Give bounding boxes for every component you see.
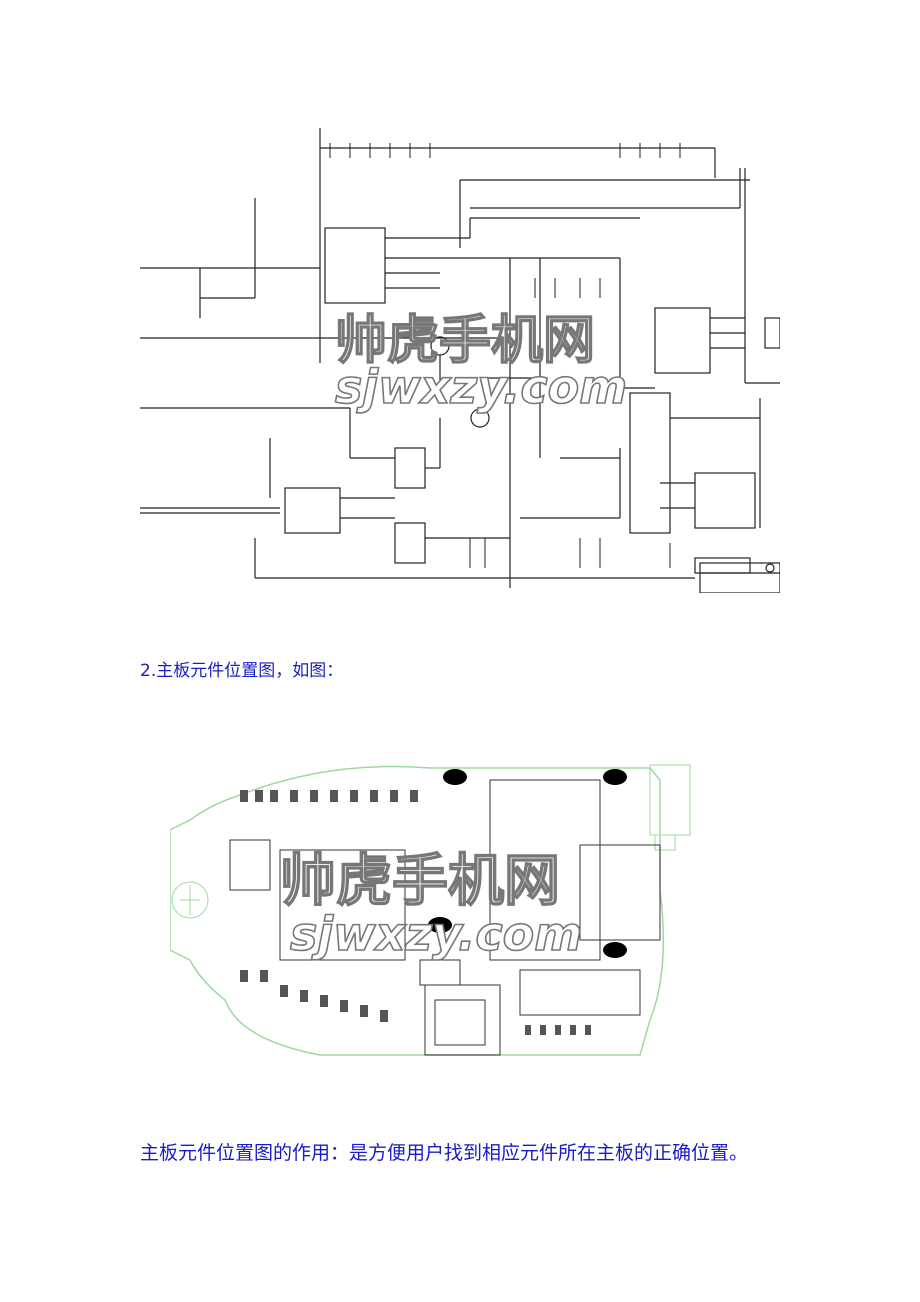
schematic-watermark-url: sjwxzy.com bbox=[335, 360, 627, 414]
schematic-watermark-title: 帅虎手机网 bbox=[335, 311, 595, 371]
section-heading: 2.主板元件位置图，如图： bbox=[140, 661, 344, 681]
pcb-watermark-title: 帅虎手机网 bbox=[280, 849, 560, 914]
figure-caption: 主板元件位置图的作用：是方便用户找到相应元件所在主板的正确位置。 bbox=[140, 1142, 749, 1164]
pcb-layout-figure: 帅虎手机网 sjwxzy.com bbox=[170, 764, 691, 1056]
pcb-watermark-url: sjwxzy.com bbox=[290, 907, 582, 961]
circuit-schematic-figure: 帅虎手机网 sjwxzy.com bbox=[140, 128, 780, 593]
